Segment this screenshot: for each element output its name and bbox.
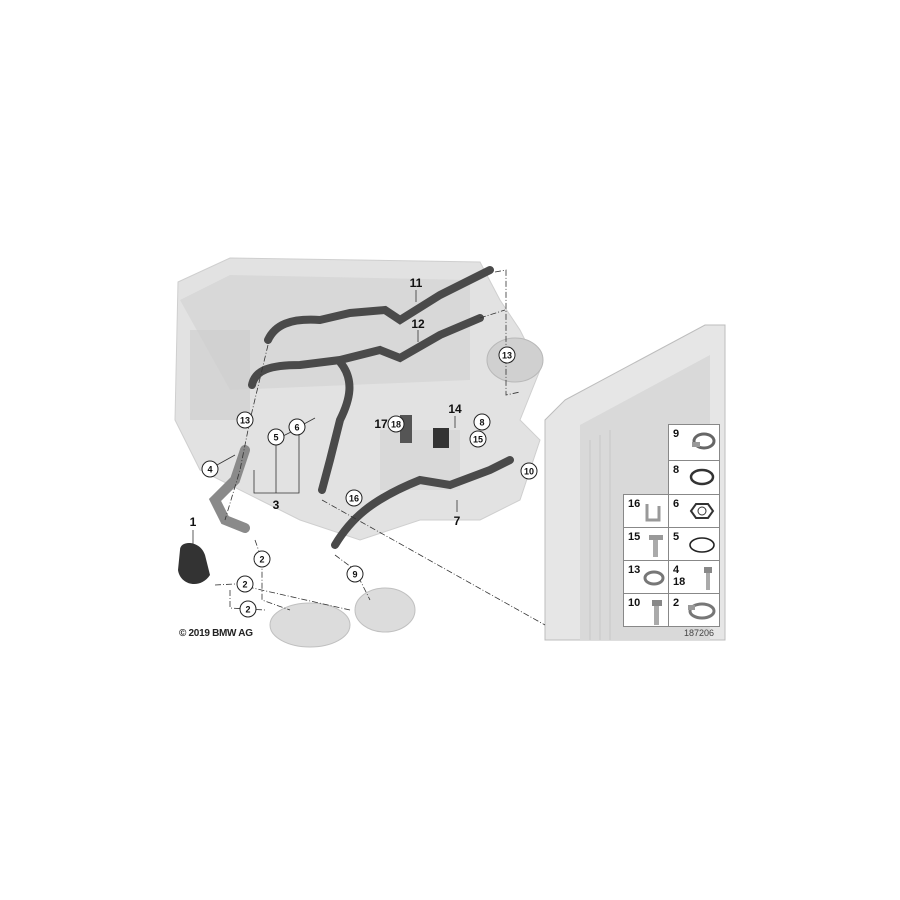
callout-2[interactable]: 2 xyxy=(253,550,271,568)
small-parts-legend: 9 8 6 5 4 18 2 16 15 xyxy=(623,424,720,627)
copyright: © 2019 BMW AG xyxy=(179,628,253,639)
legend-label: 16 xyxy=(628,498,641,510)
hose-branch xyxy=(318,358,354,494)
legend-item-8[interactable]: 8 xyxy=(668,460,720,495)
legend-label: 4 18 xyxy=(673,564,686,589)
gasket-icon xyxy=(689,503,715,519)
callout-14[interactable]: 14 xyxy=(448,402,462,416)
callout-9[interactable]: 9 xyxy=(346,565,364,583)
callout-2[interactable]: 2 xyxy=(236,575,254,593)
legend-label: 10 xyxy=(628,597,641,609)
thermostat-housing xyxy=(486,337,544,383)
callout-8[interactable]: 8 xyxy=(473,413,491,431)
legend-item-9[interactable]: 9 xyxy=(668,424,720,461)
o-ring-icon xyxy=(689,468,715,486)
hose-3 xyxy=(208,445,250,533)
callout-15[interactable]: 15 xyxy=(469,430,487,448)
bolt-icon xyxy=(704,567,712,590)
callout-13[interactable]: 13 xyxy=(236,411,254,429)
legend-label: 5 xyxy=(673,531,680,543)
legend-item-2[interactable]: 2 xyxy=(668,593,720,627)
legend-label: 13 xyxy=(628,564,641,576)
legend-label: 9 xyxy=(673,428,680,440)
hose-clamp-icon xyxy=(688,602,716,620)
seal-ring-icon xyxy=(689,537,715,553)
callout-2[interactable]: 2 xyxy=(239,600,257,618)
legend-label: 8 xyxy=(673,464,680,476)
legend-label: 6 xyxy=(673,498,680,510)
hose-7 xyxy=(331,456,514,549)
flange-bolt-icon xyxy=(649,535,663,557)
expansion-part-1 xyxy=(178,543,210,585)
callout-11[interactable]: 11 xyxy=(409,276,423,290)
callout-17[interactable]: 17 xyxy=(374,417,388,431)
electric-water-pump xyxy=(269,602,351,648)
legend-item-6[interactable]: 6 xyxy=(668,494,720,528)
callout-10[interactable]: 10 xyxy=(520,462,538,480)
callout-18[interactable]: 18 xyxy=(387,415,405,433)
legend-item-15[interactable]: 15 xyxy=(623,527,669,561)
legend-item-16[interactable]: 16 xyxy=(623,494,669,528)
callout-12[interactable]: 12 xyxy=(411,317,425,331)
water-pump xyxy=(354,587,416,633)
callout-5[interactable]: 5 xyxy=(267,428,285,446)
callout-6[interactable]: 6 xyxy=(288,418,306,436)
image-number: 187206 xyxy=(684,628,715,638)
callout-13[interactable]: 13 xyxy=(498,346,516,364)
sensor-14 xyxy=(433,428,449,448)
hose-clamp-icon xyxy=(692,432,716,450)
bolt-icon xyxy=(652,600,662,625)
legend-label: 15 xyxy=(628,531,641,543)
legend-item-13[interactable]: 13 xyxy=(623,560,669,594)
callout-1[interactable]: 1 xyxy=(189,515,197,529)
legend-item-5[interactable]: 5 xyxy=(668,527,720,561)
callout-7[interactable]: 7 xyxy=(453,514,461,528)
legend-item-10[interactable]: 10 xyxy=(623,593,669,627)
hose-12 xyxy=(248,314,484,389)
clip-icon xyxy=(645,504,661,522)
hose-11 xyxy=(264,266,494,344)
callout-16[interactable]: 16 xyxy=(345,489,363,507)
legend-item-4-18[interactable]: 4 18 xyxy=(668,560,720,594)
legend-label: 2 xyxy=(673,597,680,609)
callout-4[interactable]: 4 xyxy=(201,460,219,478)
spring-clamp-icon xyxy=(643,570,665,586)
callout-3[interactable]: 3 xyxy=(272,498,280,512)
